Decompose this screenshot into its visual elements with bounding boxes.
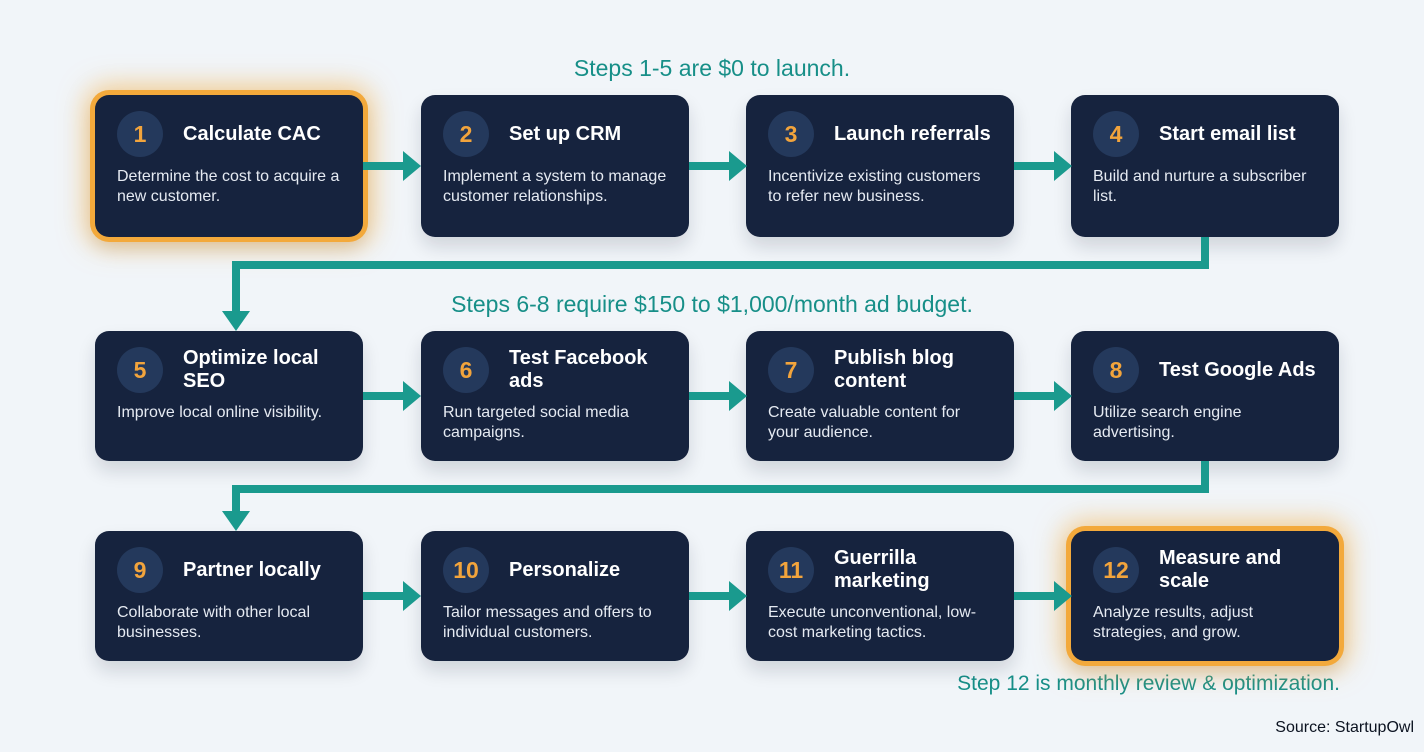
step-title: Start email list [1159,122,1296,145]
step-description: Build and nurture a subscriber list. [1093,168,1307,206]
step-number: 1 [133,120,147,147]
step-title: Set up CRM [509,122,622,145]
arrow-right-icon [689,581,747,611]
step-title: Personalize [509,558,621,581]
step-title: Partner locally [183,558,321,581]
step-number: 4 [1109,120,1123,147]
step-title: Calculate CAC [183,122,321,145]
step-card-2: 2 Set up CRM Implement a system to manag… [421,95,689,237]
step-number: 6 [459,356,473,383]
step-card-1: 1 Calculate CAC Determine the cost to ac… [95,95,363,237]
step-number: 11 [778,556,804,583]
step-card-header: 11 Guerrilla marketing [768,547,992,593]
step-description: Collaborate with other local businesses. [117,604,310,642]
arrow-down-icon [222,511,250,531]
step-description: Run targeted social media campaigns. [443,404,629,442]
step-number: 7 [784,356,798,383]
step-card-3: 3 Launch referrals Incentivize existing … [746,95,1014,237]
step-number-badge: 12 [1093,547,1139,593]
step-number-badge: 5 [117,347,163,393]
step-card-11: 11 Guerrilla marketing Execute unconvent… [746,531,1014,661]
step-number: 5 [133,356,147,383]
arrow-right-icon [363,581,421,611]
step-number-badge: 4 [1093,111,1139,157]
step-number: 3 [784,120,798,147]
step-card-header: 6 Test Facebook ads [443,347,667,393]
annotation-row1: Steps 1-5 are $0 to launch. [573,55,851,81]
source-attribution: Source: StartupOwl [1275,719,1414,736]
step-description: Determine the cost to acquire a new cust… [117,168,340,206]
step-card-header: 9 Partner locally [117,547,341,593]
step-title: Measure and scale [1159,547,1282,592]
step-card-header: 7 Publish blog content [768,347,992,393]
step-title: Publish blog content [834,347,954,392]
arrow-right-icon [363,151,421,181]
step-card-header: 1 Calculate CAC [117,111,341,157]
step-number: 8 [1109,356,1123,383]
step-number-badge: 3 [768,111,814,157]
connector-row2-row3 [1201,461,1209,493]
step-title: Test Google Ads [1159,358,1316,381]
connector-row1-row2 [232,261,1209,269]
step-description: Incentivize existing customers to refer … [768,168,981,206]
step-card-header: 4 Start email list [1093,111,1317,157]
step-number: 2 [459,120,473,147]
step-card-5: 5 Optimize local SEO Improve local onlin… [95,331,363,461]
step-description: Utilize search engine advertising. [1093,404,1242,442]
step-card-9: 9 Partner locally Collaborate with other… [95,531,363,661]
annotation-row2: Steps 6-8 require $150 to $1,000/month a… [451,291,973,317]
step-card-header: 5 Optimize local SEO [117,347,341,393]
step-description: Implement a system to manage customer re… [443,168,667,206]
connector-row1-row2 [1201,237,1209,269]
connector-row1-row2 [232,261,240,313]
step-number-badge: 1 [117,111,163,157]
step-card-6: 6 Test Facebook ads Run targeted social … [421,331,689,461]
step-card-10: 10 Personalize Tailor messages and offer… [421,531,689,661]
step-description: Execute unconventional, low-cost marketi… [768,604,977,642]
step-card-8: 8 Test Google Ads Utilize search engine … [1071,331,1339,461]
step-card-header: 3 Launch referrals [768,111,992,157]
step-description: Tailor messages and offers to individual… [443,604,652,642]
step-number: 12 [1103,556,1129,583]
arrow-right-icon [689,151,747,181]
arrow-right-icon [689,381,747,411]
step-description: Improve local online visibility. [117,404,323,421]
arrow-right-icon [1014,381,1072,411]
step-number-badge: 7 [768,347,814,393]
arrow-right-icon [363,381,421,411]
step-card-header: 8 Test Google Ads [1093,347,1317,393]
step-card-7: 7 Publish blog content Create valuable c… [746,331,1014,461]
step-card-header: 2 Set up CRM [443,111,667,157]
step-card-4: 4 Start email list Build and nurture a s… [1071,95,1339,237]
annotation-row3: Step 12 is monthly review & optimization… [957,672,1340,695]
arrow-right-icon [1014,151,1072,181]
connector-row2-row3 [232,485,240,513]
step-number-badge: 2 [443,111,489,157]
step-card-header: 12 Measure and scale [1093,547,1317,593]
connector-row2-row3 [232,485,1209,493]
step-number-badge: 11 [768,547,814,593]
step-number: 9 [133,556,147,583]
step-title: Guerrilla marketing [834,547,930,592]
arrow-right-icon [1014,581,1072,611]
step-number-badge: 10 [443,547,489,593]
step-title: Optimize local SEO [183,347,319,392]
arrow-down-icon [222,311,250,331]
step-description: Create valuable content for your audienc… [768,404,961,442]
step-number-badge: 8 [1093,347,1139,393]
step-card-12: 12 Measure and scale Analyze results, ad… [1071,531,1339,661]
step-card-header: 10 Personalize [443,547,667,593]
step-title: Launch referrals [834,122,991,145]
step-number: 10 [453,556,479,583]
step-description: Analyze results, adjust strategies, and … [1093,604,1254,642]
step-number-badge: 9 [117,547,163,593]
step-title: Test Facebook ads [509,347,648,392]
step-number-badge: 6 [443,347,489,393]
